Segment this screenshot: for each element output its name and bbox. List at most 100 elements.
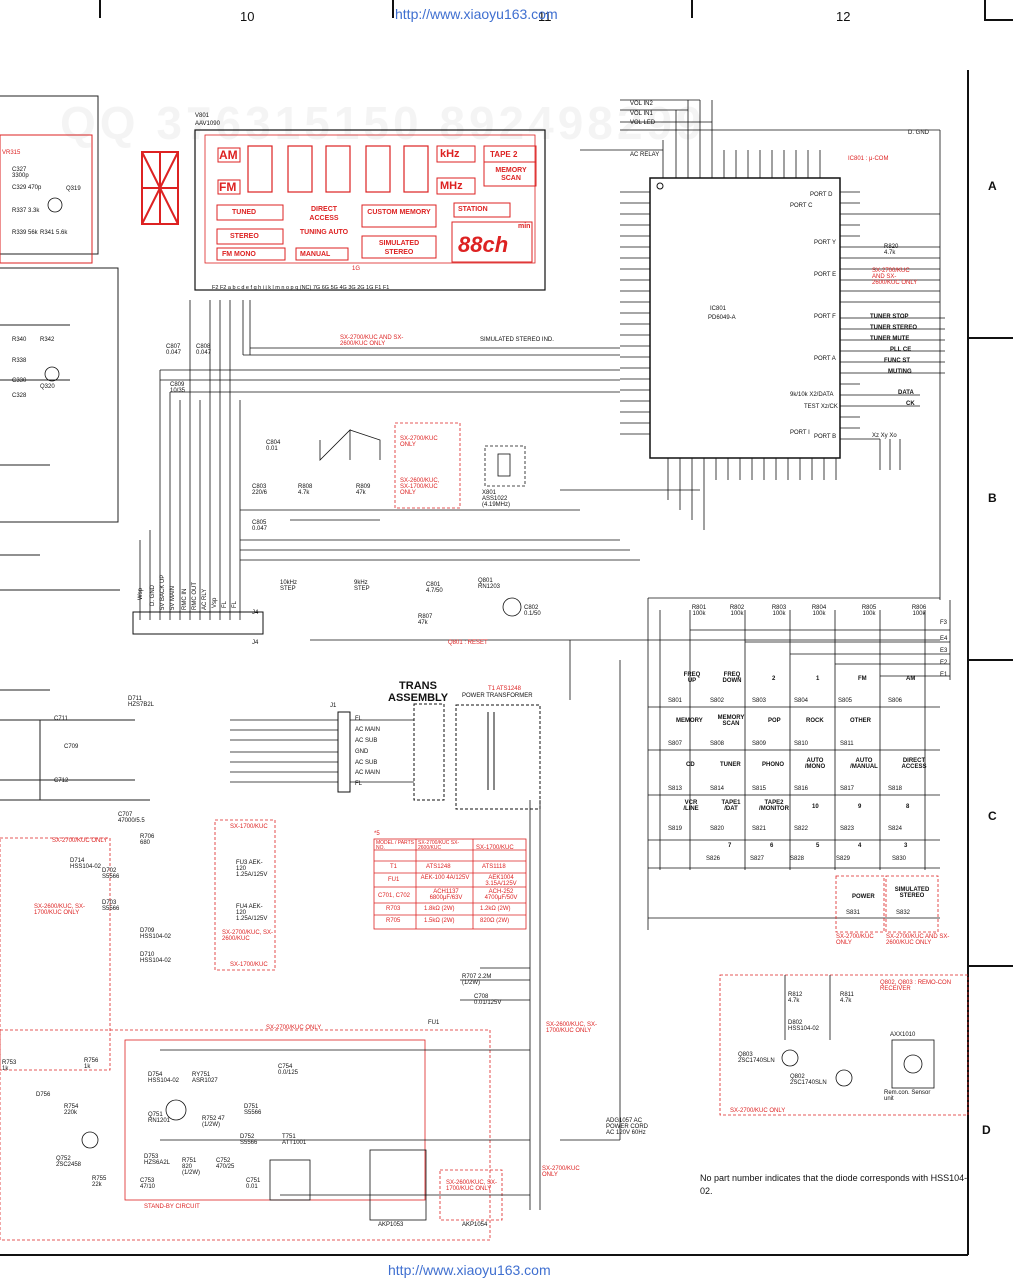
key-3: 3 [904,843,908,849]
bottom-url-link[interactable]: http://www.xiaoyu163.com [388,1262,551,1278]
footnote: No part number indicates that the diode … [700,1173,968,1196]
line-e4: E4 [940,636,948,642]
label-r812: R812 4.7k [788,992,803,1004]
label-r754: R754 220k [64,1104,79,1116]
key-tuner: TUNER [720,762,741,768]
label-c801: C801 4.7/50 [426,582,443,594]
switch-s808: S808 [710,741,725,747]
red-option-boxes [0,422,969,1241]
j1-pin-7: FL [355,781,363,787]
label-c709: C709 [64,744,79,750]
switch-s804: S804 [794,698,809,704]
label-akp1054: AKP1054 [462,1222,488,1228]
j1-pin-2: AC MAIN [355,727,381,733]
switch-s829: S829 [836,856,851,862]
switch-s810: S810 [794,741,809,747]
test-label: TEST Xz/CK [804,404,838,410]
label-q802: Q802 2SC1740SLN [790,1074,827,1086]
note-sx1700-bottom: SX-1700/KUC [230,962,268,968]
label-d802: D802 HSS104-02 [788,1020,820,1032]
j4-pin-5vmain: 5V MAIN [170,585,176,610]
display-mhz: MHz [440,180,463,192]
label-c805: C805 0.047 [252,520,268,532]
label-fu1: FU1 [428,1020,440,1026]
label-j1: J1 [330,703,337,709]
display-tuned: TUNED [232,209,257,216]
key-tape2-monitor: TAPE2 /MONITOR [759,800,789,812]
fuse-table-r5c2: 820Ω (2W) [480,918,510,924]
label-d710: D710 HSS104-02 [140,952,172,964]
label-r339: R339 56k [12,230,38,236]
label-r809: R809 47k [356,484,371,496]
label-c330: C330 [12,378,27,384]
label-r801: R801 100k [691,605,707,617]
note-sx1700-top: SX-1700/KUC [230,824,268,830]
label-standby-circuit: STAND-BY CIRCUIT [144,1204,200,1210]
switch-s813: S813 [668,786,683,792]
note-sx2600-1700-left: SX-2600/KUC, SX-1700/KUC ONLY [34,904,86,916]
switch-s809: S809 [752,741,767,747]
j4-pin-dgnd: D. GND [150,585,156,606]
label-r342: R342 [40,337,55,343]
switch-s832: S832 [896,910,911,916]
label-d751: D751 S5566 [244,1104,262,1116]
key-1: 1 [816,676,820,682]
fuse-table-r3c1: ACH1137 6800μF/63V [429,889,463,901]
switch-s807: S807 [668,741,683,747]
clk-label: 9k/10k X2/DATA [790,392,834,398]
line-e2: E2 [940,660,948,666]
port-a-label: PORT A [814,356,836,362]
fuse-table-h1: SX-2700/KUC SX-2600/KUC [418,840,460,851]
signal-ck: CK [906,401,915,407]
label-r340: R340 [12,337,27,343]
label-r751: R751 820 (1/2W) [182,1158,200,1176]
signal-data: DATA [898,390,914,396]
top-url-link[interactable]: http://www.xiaoyu163.com [395,6,558,22]
display-grid-1g: 1G [352,266,361,272]
note-r820: SX-2700/KUC AND SX-2600/KUC ONLY [872,268,918,286]
ic801-title: IC801 : μ-COM [848,156,889,162]
display-channel: 88ch [458,232,509,257]
left-wiring [0,95,150,801]
label-d711: D711 HZS7B2L [128,696,155,708]
display-direct-access: DIRECT ACCESS [309,206,339,222]
label-c803: C803 220/6 [252,484,268,496]
fuse-table-r2c1: AEK-100 4A/125V [420,875,470,881]
label-d714: D714 HSS104-02 [70,858,102,870]
note-power-sx2600-1700: SX-2600/KUC, SX-1700/KUC ONLY [546,1022,598,1034]
j1-pin-3: AC SUB [355,738,378,744]
switch-s815: S815 [752,786,767,792]
j1-wiring [230,639,940,783]
fuse-table-grid [373,838,527,930]
fuse-table-h2: SX-1700/KUC [476,845,514,851]
j4-pin-5vbackup: 5V BACK UP [160,574,166,610]
label-q751: Q751 RN1201 [148,1112,171,1124]
label-d752: D752 S5566 [240,1134,258,1146]
label-c708: C708 0.01/125V [474,994,502,1006]
label-r752: R752 47 (1/2W) [202,1116,225,1128]
key-9: 9 [858,804,862,810]
fuse-table-r4c0: R703 [386,906,401,912]
key-fm: FM [858,676,867,682]
note-sx2700-only-standby: SX-2700/KUC ONLY [266,1025,322,1031]
switch-s823: S823 [840,826,855,832]
label-sim-ind: SIMULATED STEREO IND. [480,337,554,343]
j1-pin-1: FL [355,716,363,722]
connector-j4 [132,611,264,635]
x-labels: Xz Xy Xo [872,433,897,439]
vol-led-label: VOL LED [630,120,656,126]
label-r820: R820 4.7k [884,244,899,256]
port-f-label: PORT F [814,314,836,320]
label-d702: D702 S5566 [102,868,120,880]
label-c809: C809 10/35 [170,382,186,394]
dgnd-label: D. GND [908,130,929,136]
ic801-ref: IC801 [710,306,727,312]
key-4: 4 [858,843,862,849]
key-10: 10 [812,804,819,810]
display-fm: FM [219,180,237,194]
label-j4-bottom: J4 [252,640,259,646]
fuse-table-r4c1: 1.8kΩ (2W) [424,906,455,912]
label-r805: R805 100k [861,605,877,617]
display-min: min [518,223,531,230]
note-sx2700-2600-fuse: SX-2700/KUC, SX-2600/KUC [222,930,274,942]
